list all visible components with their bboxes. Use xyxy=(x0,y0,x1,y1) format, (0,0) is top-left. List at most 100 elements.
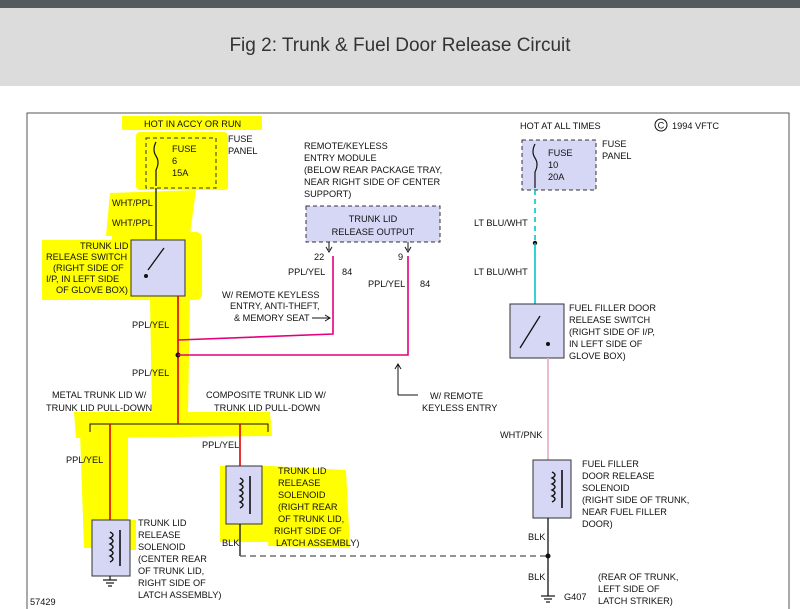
ground-label-3: LATCH STRIKER) xyxy=(598,596,673,606)
lt-blu-label-2: LT BLU/WHT xyxy=(474,267,528,277)
wire-b-num: 84 xyxy=(420,279,430,289)
module-label-2: ENTRY MODULE xyxy=(304,153,377,163)
trunk-lid-release-output-box xyxy=(305,205,441,243)
solenoid-right-label-4: (RIGHT REAR xyxy=(278,502,338,512)
trunk-switch-label-3: (RIGHT SIDE OF xyxy=(53,263,124,273)
fuse-10-label-1: FUSE xyxy=(548,148,573,158)
center-solenoid-coil xyxy=(108,531,114,563)
ground-g407: G407 xyxy=(564,592,586,602)
fuse-panel-right-1: FUSE xyxy=(602,139,627,149)
wht-pnk-label: WHT/PNK xyxy=(500,430,543,440)
module-label-4: NEAR RIGHT SIDE OF CENTER xyxy=(304,177,440,187)
figure-number: 57429 xyxy=(30,597,56,607)
ppl-yel-label-1: PPL/YEL xyxy=(132,320,169,330)
solenoid-center-label-3: SOLENOID xyxy=(138,542,186,552)
wht-ppl-label-1: WHT/PPL xyxy=(112,198,153,208)
metal-lid-label-1: METAL TRUNK LID W/ xyxy=(52,390,147,400)
fuel-switch-label-2: RELEASE SWITCH xyxy=(569,315,650,325)
note-remote-1: W/ REMOTE KEYLESS xyxy=(222,290,320,300)
trunk-lid-switch-box xyxy=(130,239,186,297)
fuse-10-label-3: 20A xyxy=(548,172,565,182)
switch-contact xyxy=(144,274,148,278)
wire-a-label: PPL/YEL xyxy=(288,267,325,277)
copyright-text: 1994 VFTC xyxy=(672,121,719,131)
ppl-yel-label-4: PPL/YEL xyxy=(202,440,239,450)
fuse-6-box xyxy=(145,137,217,189)
wire-b-label: PPL/YEL xyxy=(368,279,405,289)
composite-lid-label-1: COMPOSITE TRUNK LID W/ xyxy=(206,390,326,400)
solenoid-right-label-1: TRUNK LID xyxy=(278,466,327,476)
fuse-10-label-2: 10 xyxy=(548,160,558,170)
hot-all-times: HOT AT ALL TIMES xyxy=(520,121,601,131)
fuel-solenoid-label-2: DOOR RELEASE xyxy=(582,471,655,481)
composite-solenoid-coil xyxy=(238,477,244,509)
note-keyless-arrow xyxy=(394,363,418,396)
module-pin22-wire xyxy=(177,256,334,341)
solenoid-right-label-5: OF TRUNK LID, xyxy=(278,514,344,524)
ppl-yel-label-2: PPL/YEL xyxy=(132,368,169,378)
fuel-door-switch-box xyxy=(509,303,565,359)
fuse-6-element xyxy=(153,141,159,186)
fuel-solenoid-label-4: (RIGHT SIDE OF TRUNK, xyxy=(582,495,689,505)
trunk-switch-label-1: TRUNK LID xyxy=(80,241,129,251)
solenoid-center-label-6: RIGHT SIDE OF xyxy=(138,578,206,588)
ppl-yel-label-3: PPL/YEL xyxy=(66,455,103,465)
fuse-panel-left-1: FUSE xyxy=(228,134,253,144)
trunk-lid-switch-blade xyxy=(147,247,165,271)
fuel-switch-label-3: (RIGHT SIDE OF I/P, xyxy=(569,327,655,337)
trunk-switch-label-4: I/P, IN LEFT SIDE xyxy=(46,274,119,284)
module-pin9-wire xyxy=(178,256,409,356)
top-bar xyxy=(0,0,800,8)
note-remote-3: & MEMORY SEAT xyxy=(234,313,310,323)
blk-label-right-1: BLK xyxy=(528,532,546,542)
metal-lid-label-2: TRUNK LID PULL-DOWN xyxy=(46,403,152,413)
ground-label-1: (REAR OF TRUNK, xyxy=(598,572,678,582)
blk-label-right-2: BLK xyxy=(528,572,546,582)
fuel-switch-label-4: IN LEFT SIDE OF xyxy=(569,339,643,349)
fuel-solenoid-label-5: NEAR FUEL FILLER xyxy=(582,507,667,517)
wht-ppl-label-2: WHT/PPL xyxy=(112,218,153,228)
fuel-door-switch-blade xyxy=(519,315,541,349)
note-remote-arrow xyxy=(312,314,331,322)
solenoid-center-label-7: LATCH ASSEMBLY) xyxy=(138,590,221,600)
fuel-solenoid-label-6: DOOR) xyxy=(582,519,613,529)
module-box-label-2: RELEASE OUTPUT xyxy=(332,227,415,237)
fuse-panel-right-2: PANEL xyxy=(602,151,631,161)
fuel-solenoid-label-1: FUEL FILLER xyxy=(582,459,639,469)
module-label-5: SUPPORT) xyxy=(304,189,351,199)
lt-blu-label-1: LT BLU/WHT xyxy=(474,218,528,228)
solenoid-center-label-2: RELEASE xyxy=(138,530,180,540)
fuse-6-label-3: 15A xyxy=(172,168,189,178)
figure-title: Fig 2: Trunk & Fuel Door Release Circuit xyxy=(229,35,571,56)
copyright-symbol: C xyxy=(658,121,665,131)
hot-accy-run: HOT IN ACCY OR RUN xyxy=(144,119,241,129)
fuse-panel-left-2: PANEL xyxy=(228,146,257,156)
note-remote-2: ENTRY, ANTI-THEFT, xyxy=(230,301,320,311)
pin-22-label: 22 xyxy=(314,252,324,262)
fuse-10-element xyxy=(532,143,538,188)
note-keyless-2: KEYLESS ENTRY xyxy=(422,403,497,413)
trunk-switch-label-2: RELEASE SWITCH xyxy=(46,252,127,262)
module-label-1: REMOTE/KEYLESS xyxy=(304,141,388,151)
center-ground-symbol xyxy=(103,579,117,587)
fuel-door-solenoid-box xyxy=(532,459,572,519)
blk-label-left: BLK xyxy=(222,538,240,548)
figure-header: Fig 2: Trunk & Fuel Door Release Circuit xyxy=(0,8,800,86)
note-keyless-1: W/ REMOTE xyxy=(430,391,483,401)
fuse-6-label-1: FUSE xyxy=(172,144,197,154)
solenoid-center-label-1: TRUNK LID xyxy=(138,518,187,528)
fuse-10-box xyxy=(521,139,597,191)
module-box-label-1: TRUNK LID xyxy=(349,214,398,224)
trunk-switch-label-5: OF GLOVE BOX) xyxy=(56,285,128,295)
pin-9-label: 9 xyxy=(398,252,403,262)
fuel-door-solenoid-coil xyxy=(550,471,556,503)
fuel-switch-label-5: GLOVE BOX) xyxy=(569,351,626,361)
wire-a-num: 84 xyxy=(342,267,352,277)
solenoid-center-label-5: OF TRUNK LID, xyxy=(138,566,204,576)
fuel-solenoid-label-3: SOLENOID xyxy=(582,483,630,493)
center-solenoid-box xyxy=(91,519,131,577)
composite-lid-label-2: TRUNK LID PULL-DOWN xyxy=(214,403,320,413)
module-label-3: (BELOW REAR PACKAGE TRAY, xyxy=(304,165,442,175)
fuel-switch-label-1: FUEL FILLER DOOR xyxy=(569,303,656,313)
